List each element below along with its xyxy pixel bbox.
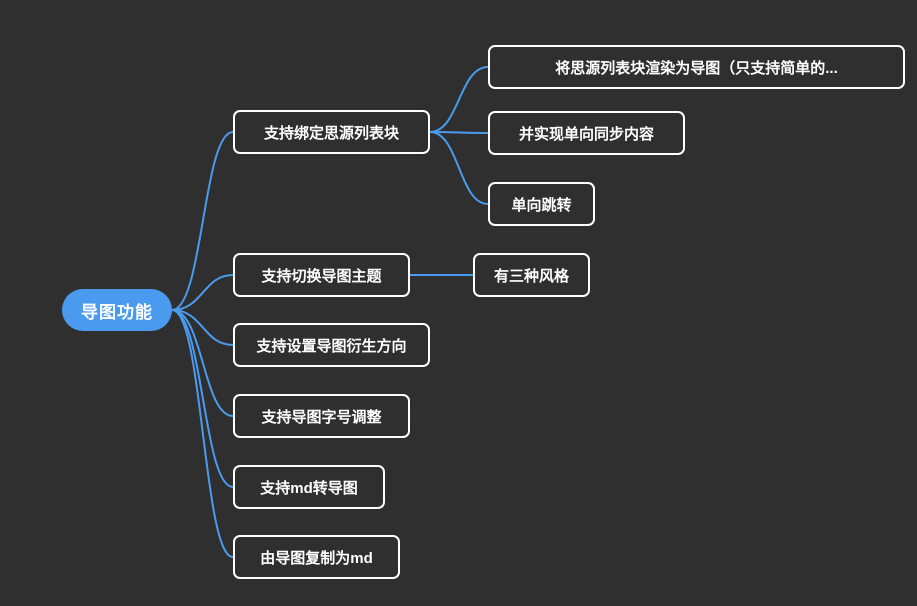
node-bind-siyuan-list-block[interactable]: 支持绑定思源列表块 [233, 110, 430, 154]
node-switch-map-theme[interactable]: 支持切换导图主题 [233, 253, 410, 297]
link-root-to-font-size [171, 309, 234, 417]
node-md-to-map[interactable]: 支持md转导图 [233, 465, 385, 509]
node-font-size-adjust[interactable]: 支持导图字号调整 [233, 394, 410, 438]
link-root-to-switch-theme [171, 274, 234, 311]
node-one-way-jump[interactable]: 单向跳转 [488, 182, 595, 226]
link-bind-to-sync [429, 131, 489, 134]
node-three-styles[interactable]: 有三种风格 [473, 253, 590, 297]
node-one-way-sync-content[interactable]: 并实现单向同步内容 [488, 111, 685, 155]
link-bind-to-render [429, 66, 489, 133]
node-render-list-as-map[interactable]: 将思源列表块渲染为导图（只支持简单的... [488, 45, 905, 89]
link-bind-to-jump [429, 131, 489, 205]
node-map-copy-to-md[interactable]: 由导图复制为md [233, 535, 400, 579]
link-root-to-derive-direction [171, 309, 234, 346]
link-root-to-map-to-md [171, 309, 234, 558]
node-root[interactable]: 导图功能 [62, 289, 172, 331]
link-root-to-md-to-map [171, 309, 234, 488]
link-root-to-bind-list [171, 131, 234, 311]
node-derive-direction[interactable]: 支持设置导图衍生方向 [233, 323, 430, 367]
